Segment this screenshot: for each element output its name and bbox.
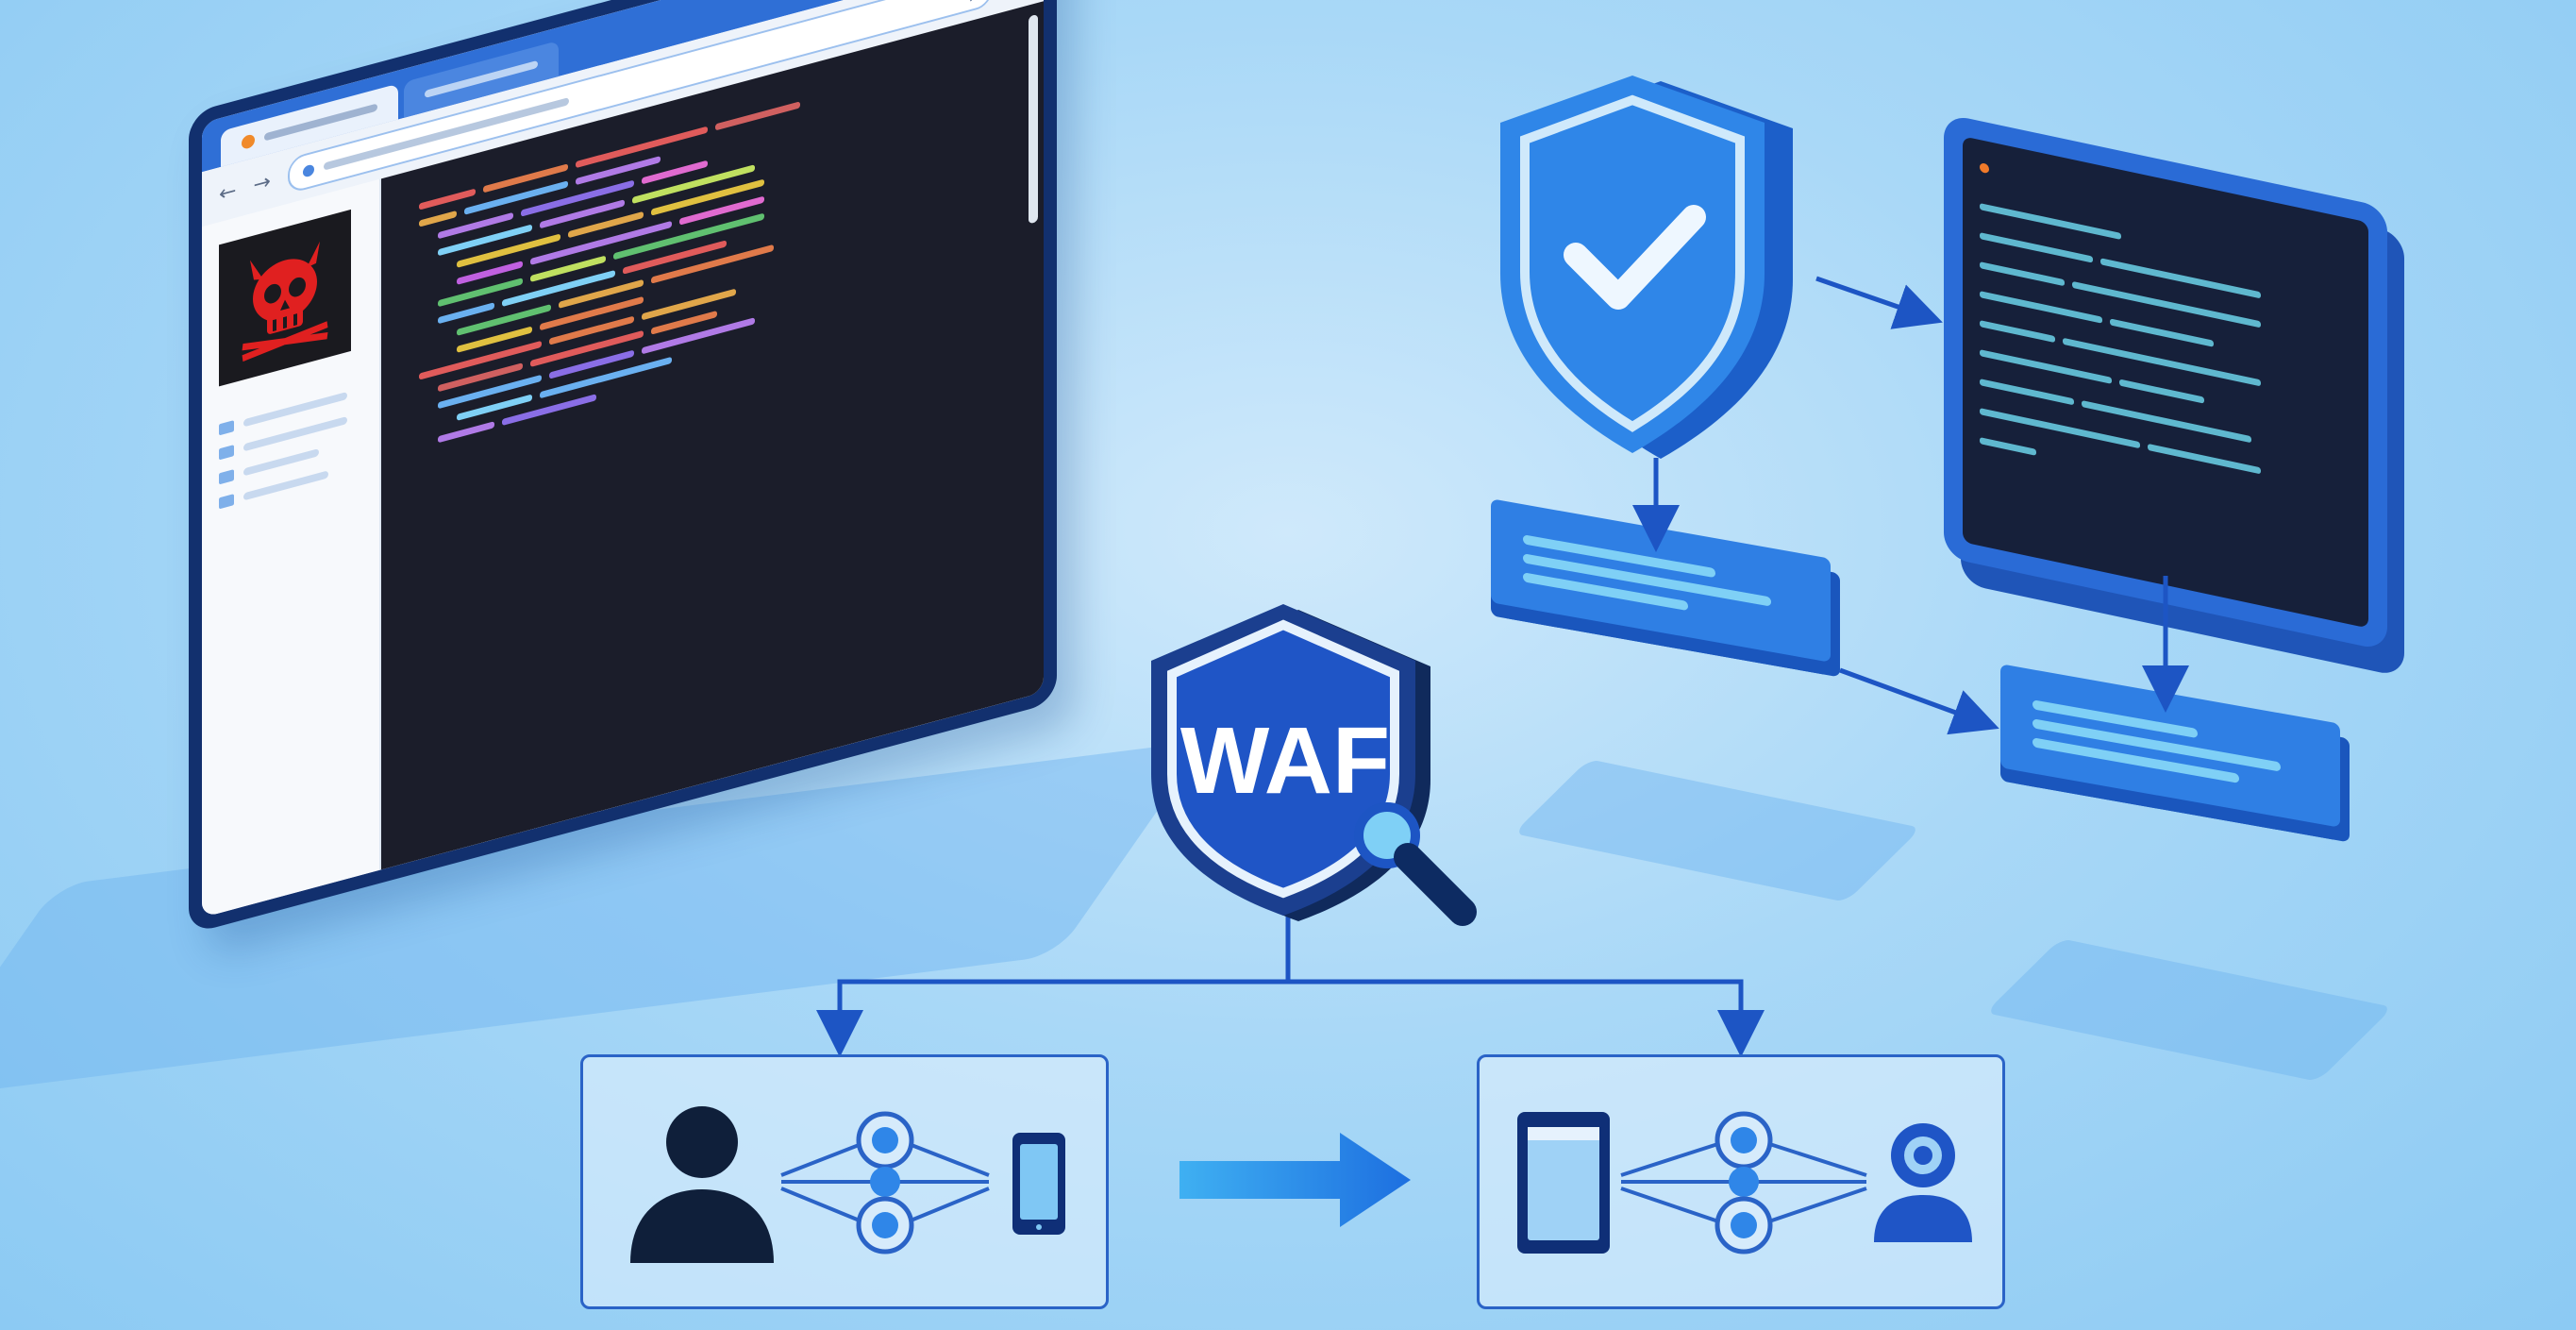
arrow-shield-to-terminal xyxy=(1815,276,1943,329)
browser-inner: ← → ⚲ ↻ xyxy=(202,0,1044,918)
network-node-icon xyxy=(1715,1111,1773,1170)
browser-content xyxy=(202,1,1044,918)
waf-shield-icon: WAF xyxy=(1151,604,1477,926)
user-icon xyxy=(630,1106,774,1263)
browser-sidebar xyxy=(202,178,381,918)
user-badge-icon xyxy=(1874,1123,1972,1242)
device-network-panel xyxy=(1477,1054,2005,1309)
network-node-icon xyxy=(1715,1196,1773,1254)
network-node-icon xyxy=(1729,1167,1759,1197)
arrow-waf-to-right-panel xyxy=(1288,979,1765,1057)
shield-check-icon xyxy=(1500,76,1793,459)
skull-icon xyxy=(242,241,328,362)
phone-icon xyxy=(1012,1133,1065,1235)
user-network-diagram xyxy=(630,1106,1065,1263)
network-node-icon xyxy=(870,1167,900,1197)
magnifier-icon xyxy=(1354,802,1477,926)
arrow-waf-to-left-panel xyxy=(816,916,1291,1057)
arrow-right-icon xyxy=(1179,1133,1411,1227)
waf-label: WAF xyxy=(1180,708,1390,814)
device-network-diagram xyxy=(1517,1111,1972,1254)
network-node-icon xyxy=(856,1196,914,1254)
network-node-icon xyxy=(856,1111,914,1170)
arrow-slab-to-slab xyxy=(1839,667,1999,735)
user-network-panel xyxy=(580,1054,1109,1309)
skull-image xyxy=(219,209,351,387)
browser-window: ← → ⚲ ↻ xyxy=(189,0,1057,935)
tablet-icon xyxy=(1517,1112,1610,1254)
